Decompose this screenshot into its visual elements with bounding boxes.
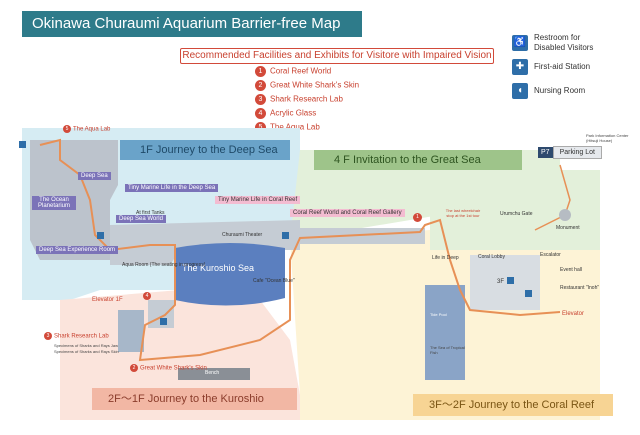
legend-item: ◖ Nursing Room [512, 80, 593, 102]
wheelchair-icon: ♿ [512, 35, 528, 51]
building-mid [110, 220, 300, 265]
bench-block [178, 368, 250, 380]
monument-label: Monument [556, 225, 580, 231]
floor-2f1f-banner: 2F～1F Journey to the Kuroshio [92, 388, 297, 410]
bench-label: Bench [205, 370, 220, 376]
wheelchair-icon[interactable] [282, 232, 289, 239]
urumchu-gate-label[interactable]: Urumchu Gate [500, 211, 533, 217]
exhibit-label: Great White Shark's Skin [140, 365, 207, 372]
cafe-label[interactable]: Cafe "Ocean Blue" [253, 278, 295, 284]
restaurant-label[interactable]: Restaurant "Inoh" [560, 285, 600, 291]
recommended-item[interactable]: 4 Acrylic Glass [255, 108, 359, 122]
floor-3f2f-banner: 3F～2F Journey to the Coral Reef [413, 394, 613, 416]
number-marker: 2 [130, 364, 138, 372]
at-first-label: At first Tanks [136, 210, 165, 216]
parking-lot[interactable]: P7 Parking Lot [538, 146, 602, 159]
floor-4f-banner: 4 F Invitation to the Great Sea [314, 150, 522, 170]
number-marker: 1 [413, 213, 422, 223]
recommended-list: 1 Coral Reef World 2 Great White Shark's S… [255, 66, 359, 136]
coral-world-marker[interactable]: 1 [413, 209, 426, 227]
recommended-item[interactable]: 3 Shark Research Lab [255, 94, 359, 108]
deep-sea-world-label[interactable]: Deep Sea World [116, 215, 166, 223]
aqua-room-label: Aqua Room (The seating in progress) [122, 262, 206, 268]
coral-lobby-label[interactable]: Coral Lobby [478, 254, 505, 260]
floor-3f-label: 3F [497, 279, 505, 285]
tiny-marine-deep-label[interactable]: Tiny Marine Life in the Deep Sea [125, 184, 219, 192]
number-marker: 4 [143, 291, 151, 300]
tropical-fish-label: The Sea of Tropical Fish [430, 345, 465, 355]
exhibit-label: The Aqua Lab [73, 126, 111, 133]
floor-1f-banner: 1F Journey to the Deep Sea [120, 140, 290, 160]
walking-route [39, 138, 561, 362]
number-marker: 5 [255, 122, 266, 133]
recommended-label: Acrylic Glass [270, 108, 317, 118]
kuroshio-sea-label[interactable]: The Kuroshio Sea [182, 263, 255, 273]
tide-pool-area [425, 285, 465, 380]
elevator-label[interactable]: Elevator [562, 311, 585, 317]
page-title: Okinawa Churaumi Aquarium Barrier-free M… [22, 11, 362, 37]
monument-marker [559, 209, 571, 221]
deep-sea-experience-label[interactable]: Deep Sea Experience Room [36, 246, 119, 254]
wheelchair-icon[interactable] [160, 318, 167, 325]
legend-label: First-aid Station [534, 62, 591, 71]
last-stop-note: The last wheelchair stop at the 1st tour [445, 208, 481, 218]
park-info-center: Park Information Center (Hitsuji House) [586, 133, 629, 143]
parking-badge: P7 [538, 147, 553, 158]
number-marker: 3 [255, 94, 266, 105]
elevator-1f-label[interactable]: Elevator 1F [92, 297, 123, 303]
legend-label: Restroom for [534, 33, 581, 42]
life-in-deep-label[interactable]: Life in Deep [432, 255, 459, 261]
legend-label: Nursing Room [534, 86, 586, 95]
churaumi-theater-label[interactable]: Churaumi Theater [222, 232, 263, 238]
tiny-marine-coral-label[interactable]: Tiny Marine Life in Coral Reef [215, 196, 301, 204]
wheelchair-icon[interactable] [525, 290, 532, 297]
first-aid-icon: ✚ [512, 59, 528, 75]
nursing-bottle-icon[interactable] [507, 277, 514, 284]
ocean-planetarium-label[interactable]: The Ocean Planetarium [32, 196, 76, 210]
route-to-parking [534, 164, 571, 231]
coral-gallery-label[interactable]: Coral Reef World and Coral Reef Gallery [290, 209, 405, 217]
recommended-item[interactable]: 1 Coral Reef World [255, 66, 359, 80]
shark-lab-sub2-label: Specimens of Sharks and Rays Skin [54, 349, 119, 354]
number-marker: 4 [255, 108, 266, 119]
legend-label: Disabled Visitors [534, 43, 594, 52]
kuroshio-tank [175, 243, 285, 306]
shark-lab-area [118, 310, 144, 352]
zone-4f-right [430, 170, 600, 250]
number-marker: 1 [255, 66, 266, 77]
recommended-item[interactable]: 5 The Aqua Lab [255, 122, 359, 136]
legend-item: ✚ First-aid Station [512, 56, 593, 78]
event-hall-label[interactable]: Event hall [560, 267, 582, 273]
acrylic-marker[interactable]: 4 [143, 287, 155, 305]
deep-sea-label[interactable]: Deep Sea [78, 172, 111, 180]
recommended-item[interactable]: 2 Great White Shark's Skin [255, 80, 359, 94]
right-building [470, 255, 540, 310]
recommended-label: Great White Shark's Skin [270, 80, 360, 90]
tide-pool-label: Tide Pool [430, 312, 447, 317]
recommended-label: Coral Reef World [270, 66, 332, 76]
recommended-label: The Aqua Lab [270, 122, 320, 132]
zone-3f-2f [290, 230, 440, 420]
nursing-bottle-icon: ◖ [512, 83, 528, 99]
number-marker: 2 [255, 80, 266, 91]
parking-label: Parking Lot [552, 146, 602, 159]
recommended-label: Shark Research Lab [270, 94, 343, 104]
exhibit-label: Shark Research Lab [54, 333, 109, 340]
escalator-label: Escalator [540, 252, 561, 258]
shark-lab-sub-label: Specimens of Sharks and Rays Jaw [54, 343, 119, 348]
first-aid-icon[interactable] [97, 232, 104, 239]
recommended-heading: Recommended Facilities and Exhibits for … [180, 48, 494, 64]
number-marker: 5 [63, 125, 71, 133]
wheelchair-icon[interactable] [19, 141, 26, 148]
number-marker: 3 [44, 332, 52, 340]
